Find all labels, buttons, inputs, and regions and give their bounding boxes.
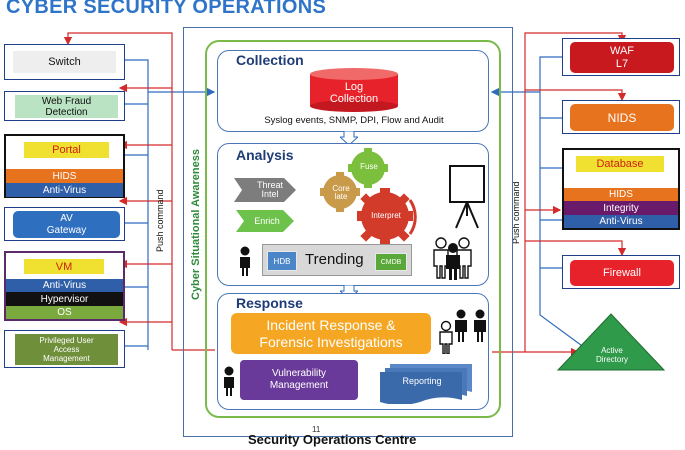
nids-device: NIDS xyxy=(562,100,680,134)
person-icon xyxy=(240,246,250,276)
active-directory-label: Active Directory xyxy=(595,346,628,364)
nids-label: NIDS xyxy=(570,104,674,131)
cmdb-box: CMDB xyxy=(375,253,407,271)
vm-server: VM Anti-Virus Hypervisor OS xyxy=(4,251,125,321)
portal-server: Portal HIDS Anti-Virus xyxy=(4,134,125,198)
soc-frame xyxy=(183,27,513,437)
web-fraud-label: Web Fraud Detection xyxy=(15,95,118,118)
switch-label: Switch xyxy=(13,51,116,73)
portal-label: Portal xyxy=(24,142,109,158)
page-number: 11 xyxy=(312,425,321,434)
active-directory-triangle xyxy=(556,313,666,371)
trending-panel: HDB Trending CMDB xyxy=(262,244,412,276)
collection-section: Collection Log Collection Syslog events,… xyxy=(217,50,489,132)
awareness-label: Cyber Situational Awareness xyxy=(190,149,202,300)
log-collection-icon xyxy=(310,68,398,112)
av-gateway-label: AV Gateway xyxy=(13,211,120,238)
pua-label: Privileged User Access Management xyxy=(15,334,118,365)
vm-os: OS xyxy=(6,306,123,319)
enrich-label: Enrich xyxy=(254,216,280,226)
firewall-device: Firewall xyxy=(562,255,680,289)
page-title: CYBER SECURITY OPERATIONS xyxy=(6,0,327,18)
vm-hypervisor: Hypervisor xyxy=(6,292,123,306)
switch-device: Switch xyxy=(4,44,125,80)
gear-cluster xyxy=(320,148,417,244)
gear-icon xyxy=(348,148,388,188)
enrich-arrow xyxy=(236,210,294,232)
vm-label: VM xyxy=(24,259,104,274)
interpret-label: Interpret xyxy=(371,210,401,220)
vulnerability-management-box: Vulnerability Management xyxy=(240,360,358,400)
awareness-frame xyxy=(205,40,501,418)
vm-anti-virus: Anti-Virus xyxy=(6,279,123,292)
hdb-box: HDB xyxy=(267,251,297,271)
trending-label: Trending xyxy=(305,251,364,268)
threat-intel-arrow xyxy=(234,178,296,202)
arrow-down-icon xyxy=(340,131,358,145)
group-icon xyxy=(433,237,472,280)
push-command-label-left: Push command xyxy=(155,189,165,252)
threat-intel-label: Threat Intel xyxy=(256,180,283,199)
database-anti-virus: Anti-Virus xyxy=(564,215,678,228)
reporting-documents-icon xyxy=(380,364,472,404)
incident-team-icon xyxy=(439,309,486,354)
database-integrity: Integrity xyxy=(564,201,678,215)
soc-label: Security Operations Centre xyxy=(248,432,417,447)
database-server: Database HIDS Integrity Anti-Virus xyxy=(562,148,680,230)
collection-title: Collection xyxy=(236,52,304,68)
firewall-label: Firewall xyxy=(570,260,674,286)
response-title: Response xyxy=(236,295,303,311)
database-hids: HIDS xyxy=(564,188,678,201)
analysis-title: Analysis xyxy=(236,147,294,163)
presentation-board-icon xyxy=(449,165,485,229)
portal-hids: HIDS xyxy=(6,169,123,183)
waf-label: WAF L7 xyxy=(570,42,674,73)
database-label: Database xyxy=(576,156,664,172)
reporting-label: Reporting xyxy=(402,376,442,386)
incident-response-box: Incident Response & Forensic Investigati… xyxy=(231,313,431,354)
pua-device: Privileged User Access Management xyxy=(4,330,125,368)
correlate-label: Core late xyxy=(332,184,350,201)
collection-sources: Syslog events, SNMP, DPI, Flow and Audit xyxy=(264,115,444,126)
web-fraud-device: Web Fraud Detection xyxy=(4,91,125,121)
person-icon-2 xyxy=(224,366,234,396)
log-collection-label: Log Collection xyxy=(329,81,379,105)
portal-anti-virus: Anti-Virus xyxy=(6,183,123,197)
av-gateway-device: AV Gateway xyxy=(4,207,125,241)
waf-device: WAF L7 xyxy=(562,38,680,76)
fuse-label: Fuse xyxy=(360,161,378,171)
